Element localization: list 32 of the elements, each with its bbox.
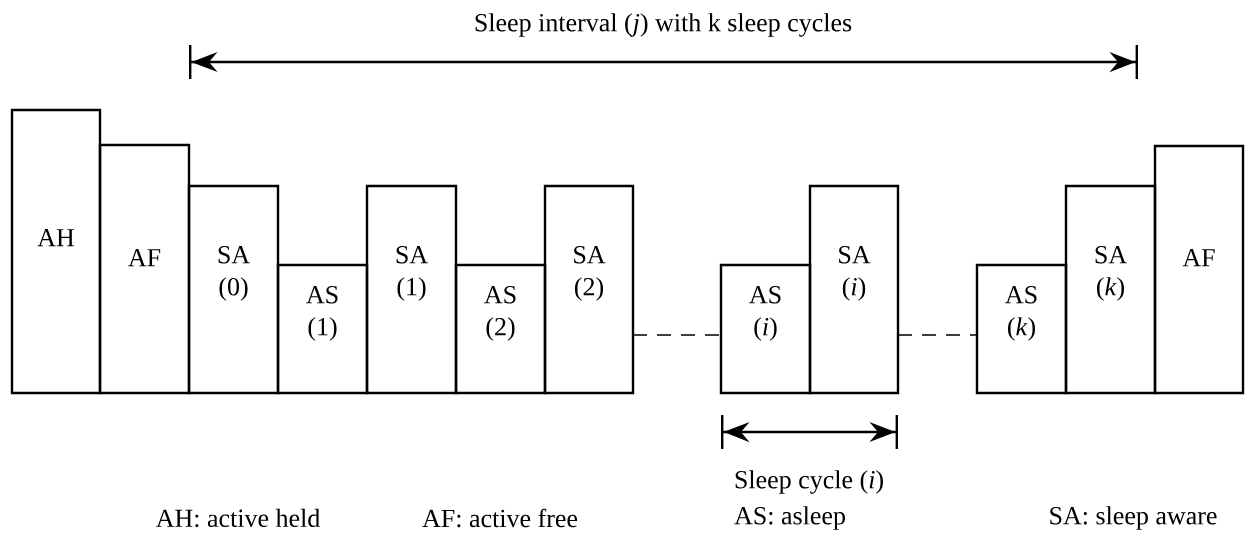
dimension-label: Sleep cycle (i) bbox=[735, 470, 883, 494]
state-bar bbox=[975, 263, 1068, 395]
state-bar bbox=[719, 263, 812, 395]
connector-line bbox=[897, 334, 978, 336]
key-text: SA: sleep aware bbox=[1050, 506, 1217, 530]
bar-label: AS (k) bbox=[1005, 286, 1037, 341]
bar-label: SA (i) bbox=[839, 246, 871, 301]
connector-line bbox=[632, 334, 722, 336]
state-bar bbox=[276, 263, 369, 395]
bar-label: SA (1) bbox=[396, 246, 428, 301]
key-text: AH: active held bbox=[155, 508, 320, 528]
bar-label: AF bbox=[128, 249, 161, 267]
bar-label: AS (2) bbox=[484, 286, 516, 341]
bar-label: SA (k) bbox=[1095, 246, 1127, 301]
state-bar bbox=[365, 184, 458, 395]
state-bar bbox=[808, 184, 900, 395]
state-bar bbox=[1153, 144, 1245, 395]
bar-label: AH bbox=[37, 229, 74, 247]
state-bar bbox=[1064, 184, 1157, 395]
bar-label: SA (0) bbox=[218, 246, 250, 301]
state-bar bbox=[543, 184, 635, 395]
bar-label: SA (2) bbox=[574, 246, 606, 301]
state-bar bbox=[454, 263, 547, 395]
state-bar bbox=[10, 108, 102, 395]
dimension-label: Sleep interval (j) with k sleep cycles bbox=[475, 13, 852, 37]
bar-label: AF bbox=[1182, 249, 1215, 267]
bar-label: AS (1) bbox=[306, 286, 338, 341]
key-text: AS: asleep bbox=[734, 506, 845, 530]
key-text: AF: active free bbox=[422, 508, 578, 528]
bar-label: AS (i) bbox=[749, 286, 781, 341]
state-bar bbox=[187, 184, 280, 395]
state-bar bbox=[98, 143, 191, 395]
